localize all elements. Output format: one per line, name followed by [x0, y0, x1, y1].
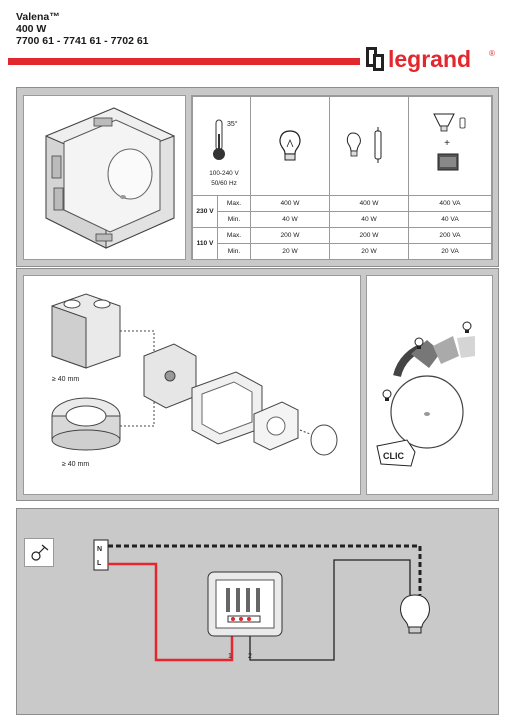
legrand-logo: legrand ® [364, 44, 499, 74]
col-halogen [329, 96, 409, 196]
cell-value: 40 W [250, 211, 330, 228]
row-label: Max. [217, 195, 251, 212]
col-lv-halogen: + [408, 96, 492, 196]
voltage-range: 100-240 V [209, 170, 239, 177]
incandescent-bulb-icon [279, 130, 301, 161]
dimmer-rotation-illustration: CLIC [376, 321, 475, 467]
row-label: Min. [217, 243, 251, 260]
device-image-box [23, 95, 186, 260]
temperature-label: 35° [227, 120, 238, 128]
neutral-label: N [97, 546, 102, 553]
cell-value: 200 VA [408, 227, 492, 244]
cell-value: 400 VA [408, 195, 492, 212]
cell-value: 20 W [329, 243, 409, 260]
cell-value: 200 W [329, 227, 409, 244]
clic-label: CLIC [383, 451, 404, 461]
cell-value: 200 W [250, 227, 330, 244]
cell-value: 20 VA [408, 243, 492, 260]
cell-value: 40 VA [408, 211, 492, 228]
specs-table-box: 35° 100-240 V 50/60 Hz [191, 95, 493, 260]
installation-illustration: ≥ 40 mm ≥ 40 mm [51, 293, 338, 468]
voltage-110: 110 V [192, 227, 218, 260]
product-power: 400 W [16, 23, 47, 35]
spec-env-cell: 35° 100-240 V 50/60 Hz [192, 96, 251, 196]
brand-text: legrand [388, 46, 471, 72]
product-refs: 7700 61 - 7741 61 - 7702 61 [16, 35, 149, 47]
bulb-dim-icon [414, 337, 424, 349]
bulb-off-icon [382, 389, 392, 401]
product-name: Valena™ [16, 11, 60, 23]
cell-value: 20 W [250, 243, 330, 260]
voltage-230: 230 V [192, 195, 218, 228]
terminal-2-label: 2 [248, 653, 252, 660]
col-incandescent [250, 96, 330, 196]
switch-symbol-icon [31, 544, 49, 561]
dimmer-knob-box: CLIC [366, 275, 493, 495]
terminal-1-label: 1 [228, 653, 232, 660]
cell-value: 400 W [329, 195, 409, 212]
row-label: Min. [217, 211, 251, 228]
lv-halogen-transformer-icon: + [433, 113, 466, 171]
bulb-bright-icon [462, 321, 472, 333]
halogen-lamps-icon [346, 127, 382, 163]
dimmer-device-illustration [45, 107, 175, 249]
header-red-bar [8, 58, 360, 65]
header-title: Valena™ 400 W 7700 61 - 7741 61 - 7702 6… [16, 11, 149, 47]
frequency: 50/60 Hz [211, 180, 237, 187]
lamp-icon [400, 594, 430, 634]
install-diagram-box: ≥ 40 mm ≥ 40 mm [23, 275, 361, 495]
wiring-diagram: N L 1 2 [93, 539, 430, 662]
wiring-icon-box [24, 538, 54, 567]
dim-label-2: ≥ 40 mm [62, 461, 89, 468]
row-label: Max. [217, 227, 251, 244]
cell-value: 400 W [250, 195, 330, 212]
plus-sign: + [444, 138, 450, 149]
brand-registered: ® [489, 49, 495, 58]
live-label: L [97, 560, 102, 567]
thermometer-icon: 35° [213, 119, 238, 160]
cell-value: 40 W [329, 211, 409, 228]
dim-label-1: ≥ 40 mm [52, 376, 79, 383]
